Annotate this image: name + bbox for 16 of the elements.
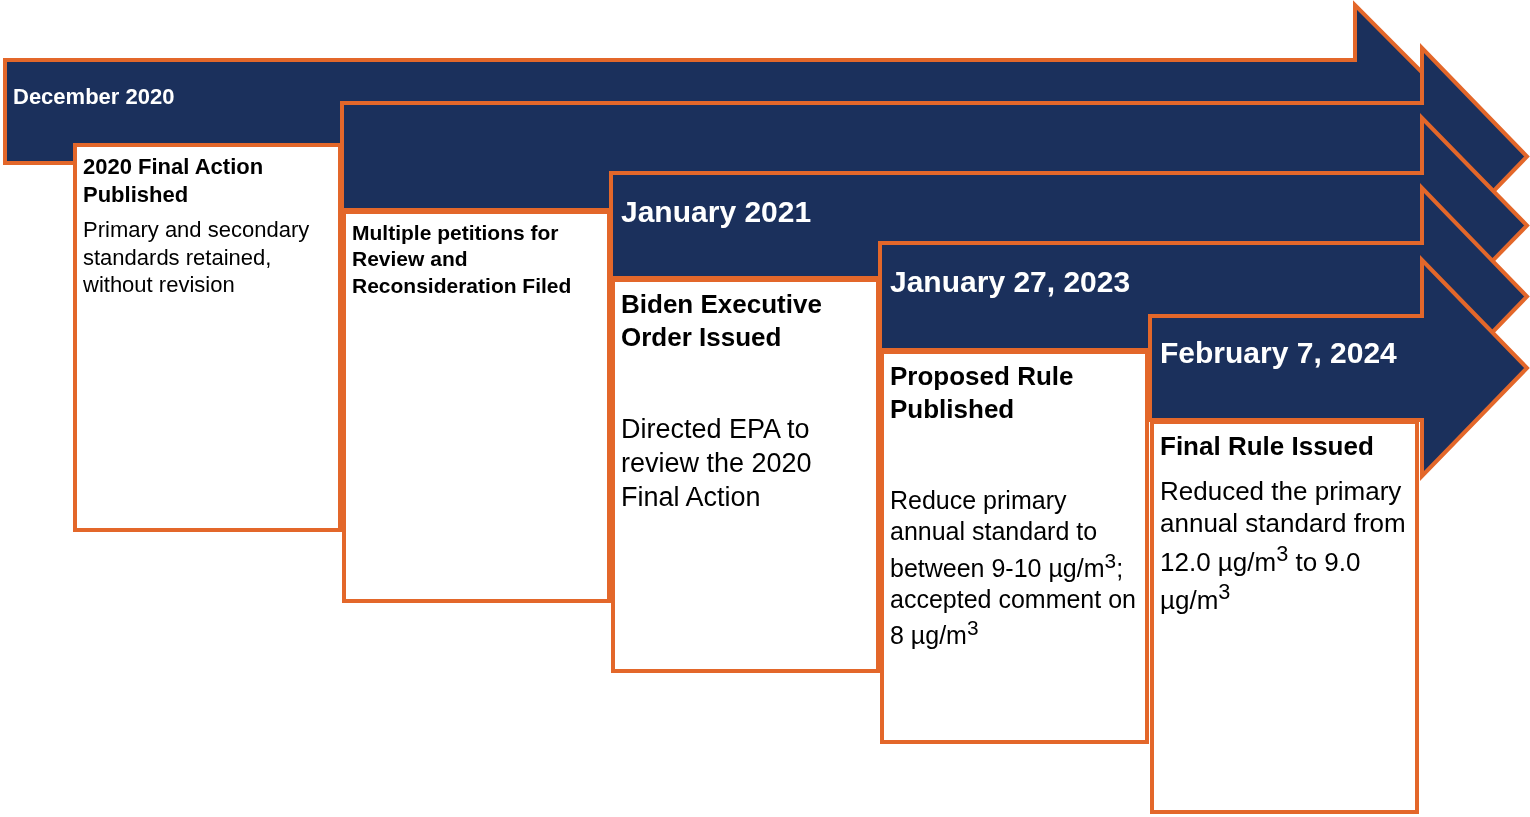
event-card	[1150, 420, 1419, 814]
card-text: Directed EPA to review the 2020 Final Action	[621, 413, 813, 514]
date-label: January 27, 2023	[890, 265, 1131, 299]
card-heading: Final Rule Issued	[1160, 430, 1375, 463]
card-text: Reduce primary annual standard to between 9-10 µg/m$^{3}$; accepted comment on 8 µg/m$^{3}$	[890, 485, 1137, 652]
card-text: Reduced the primary annual standard from 12.0 µg/m$^{3}$ to 9.0 µg/m$^{3}$	[1160, 474, 1407, 616]
date-label: February 7, 2024	[1160, 336, 1397, 370]
event-card	[73, 143, 342, 532]
card-heading: 2020 Final Action Published	[83, 153, 265, 208]
date-label: January 2021	[621, 195, 812, 229]
date-label: December 2020	[13, 84, 175, 110]
card-heading: Proposed Rule Published	[890, 360, 1075, 425]
card-heading: Biden Executive Order Issued	[621, 288, 823, 353]
card-text: Primary and secondary standards retained, without revision	[83, 216, 311, 299]
event-card	[880, 350, 1149, 744]
card-heading: Multiple petitions for Review and Reconsideration Filed	[352, 220, 573, 299]
